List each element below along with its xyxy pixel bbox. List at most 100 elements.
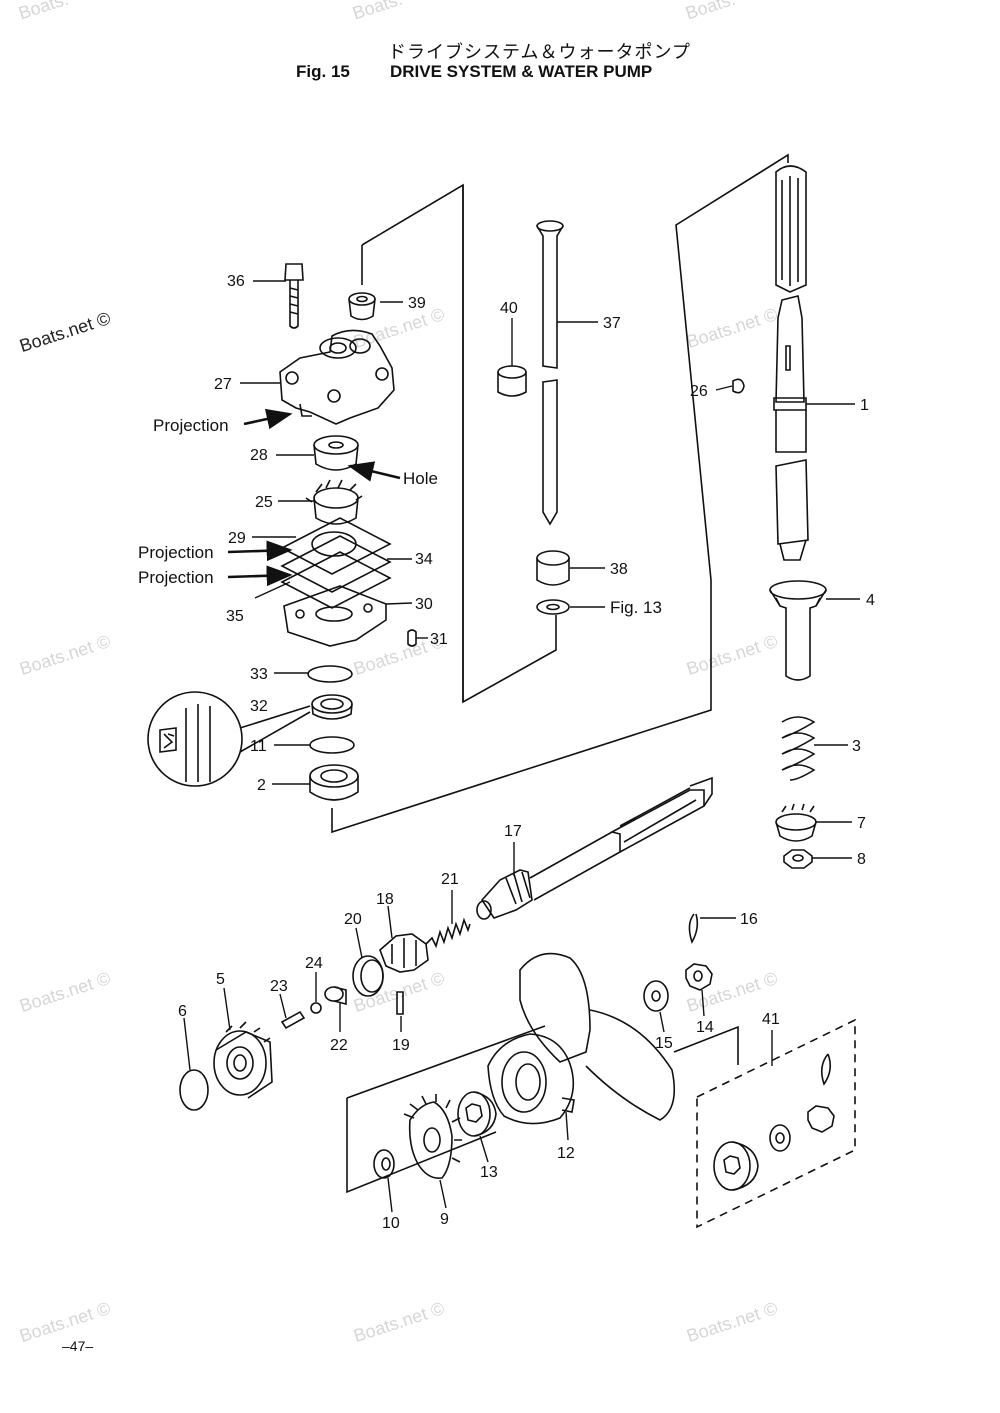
grease-detail-inset bbox=[147, 691, 311, 787]
callout-37: 37 bbox=[603, 315, 621, 332]
callout-41: 41 bbox=[762, 1011, 780, 1028]
part-12-propeller bbox=[487, 952, 676, 1125]
part-39-bushing bbox=[348, 292, 376, 321]
part-washer-fig13 bbox=[536, 599, 570, 615]
figure-number: Fig. 15 bbox=[296, 62, 350, 81]
kit-cotter-pin bbox=[820, 1053, 832, 1086]
callout-22: 22 bbox=[330, 1037, 348, 1054]
kit-outline-41 bbox=[696, 1018, 856, 1229]
callout-25: 25 bbox=[255, 494, 273, 511]
callout-38: 38 bbox=[610, 561, 628, 578]
part-25-impeller bbox=[305, 479, 363, 525]
part-19-pin bbox=[396, 991, 404, 1015]
part-1-drive-shaft bbox=[773, 165, 809, 561]
callout-3: 3 bbox=[852, 738, 861, 755]
part-33-o-ring bbox=[307, 665, 353, 683]
callout-8: 8 bbox=[857, 851, 866, 868]
callout-20: 20 bbox=[344, 911, 362, 928]
callout-33: 33 bbox=[250, 666, 268, 683]
kit-washer bbox=[769, 1124, 791, 1152]
part-30-housing bbox=[283, 585, 387, 647]
part-28-insert bbox=[313, 435, 359, 471]
assembly-outline-upper bbox=[331, 153, 789, 834]
part-7-pinion-gear bbox=[775, 803, 817, 842]
callout-19: 19 bbox=[392, 1037, 410, 1054]
callout-9: 9 bbox=[440, 1211, 449, 1228]
callout-40: 40 bbox=[500, 300, 518, 317]
part-36-bolt bbox=[284, 263, 304, 329]
callout-1: 1 bbox=[860, 397, 869, 414]
callout-39: 39 bbox=[408, 295, 426, 312]
callout-13: 13 bbox=[480, 1164, 498, 1181]
callout-12: 12 bbox=[557, 1145, 575, 1162]
part-13-thrust-collar bbox=[457, 1091, 497, 1137]
part-31-dowel bbox=[407, 629, 417, 647]
callout-17: 17 bbox=[504, 823, 522, 840]
part-3-spring bbox=[781, 716, 816, 781]
page-number: –47– bbox=[62, 1338, 94, 1354]
part-35-gasket bbox=[280, 551, 392, 609]
title-english: DRIVE SYSTEM & WATER PUMP bbox=[390, 62, 653, 81]
callout-7: 7 bbox=[857, 815, 866, 832]
label-hole: Hole bbox=[403, 469, 438, 488]
part-8-nut bbox=[783, 849, 813, 869]
part-32-oil-seal bbox=[311, 694, 353, 720]
annotation-labels: Projection Hole Projection Projection Fi… bbox=[138, 416, 662, 617]
part-34-plate bbox=[280, 535, 392, 593]
part-18-clutch bbox=[379, 933, 429, 973]
callout-10: 10 bbox=[382, 1215, 400, 1232]
callout-26: 26 bbox=[690, 383, 708, 400]
callout-24: 24 bbox=[305, 955, 323, 972]
callout-5: 5 bbox=[216, 971, 225, 988]
part-37-water-tube bbox=[536, 220, 564, 526]
part-15-washer bbox=[643, 980, 669, 1012]
callout-18: 18 bbox=[376, 891, 394, 908]
callout-35: 35 bbox=[226, 608, 244, 625]
part-5-forward-gear bbox=[213, 1021, 273, 1099]
callout-21: 21 bbox=[441, 871, 459, 888]
callout-2: 2 bbox=[257, 777, 266, 794]
callout-labels: 36 39 27 28 25 29 34 35 30 31 33 32 11 2… bbox=[178, 273, 875, 1232]
callout-27: 27 bbox=[214, 376, 232, 393]
part-23-push-rod bbox=[280, 1010, 306, 1030]
kit-thrust-collar bbox=[713, 1141, 751, 1191]
kit-41-contents bbox=[713, 1053, 835, 1191]
callout-28: 28 bbox=[250, 447, 268, 464]
callout-16: 16 bbox=[740, 911, 758, 928]
assembly-outline-lower bbox=[346, 1025, 739, 1194]
part-11-o-ring bbox=[309, 736, 355, 754]
callout-30: 30 bbox=[415, 596, 433, 613]
callout-29: 29 bbox=[228, 530, 246, 547]
part-10-shim bbox=[373, 1149, 395, 1179]
part-40-grommet bbox=[497, 365, 527, 397]
title-japanese: ドライブシステム＆ウォータポンプ bbox=[388, 42, 691, 62]
callout-23: 23 bbox=[270, 978, 288, 995]
part-29-plate bbox=[280, 517, 392, 575]
part-9-reverse-gear bbox=[403, 1094, 462, 1180]
callout-31: 31 bbox=[430, 631, 448, 648]
label-projection: Projection bbox=[138, 543, 214, 562]
part-22-plunger bbox=[324, 986, 347, 1006]
part-4-sleeve bbox=[769, 580, 827, 681]
callout-32: 32 bbox=[250, 698, 268, 715]
callout-34: 34 bbox=[415, 551, 433, 568]
callout-14: 14 bbox=[696, 1019, 714, 1036]
part-14-castle-nut bbox=[685, 963, 713, 991]
kit-castle-nut bbox=[807, 1105, 835, 1133]
callout-4: 4 bbox=[866, 592, 875, 609]
part-24-ball bbox=[310, 1002, 322, 1014]
callout-11: 11 bbox=[250, 738, 267, 755]
label-projection: Projection bbox=[138, 568, 214, 587]
part-2-bearing bbox=[309, 764, 359, 801]
part-17-propeller-shaft bbox=[476, 776, 713, 920]
part-16-cotter-pin bbox=[688, 913, 699, 944]
label-projection: Projection bbox=[153, 416, 229, 435]
part-21-spring bbox=[425, 917, 471, 949]
part-38-grommet bbox=[536, 550, 570, 586]
part-27-pump-case bbox=[279, 329, 395, 425]
part-20-spring-ring bbox=[352, 955, 384, 997]
label-fig-13-reference: Fig. 13 bbox=[610, 598, 662, 617]
callout-15: 15 bbox=[655, 1035, 673, 1052]
callout-36: 36 bbox=[227, 273, 245, 290]
